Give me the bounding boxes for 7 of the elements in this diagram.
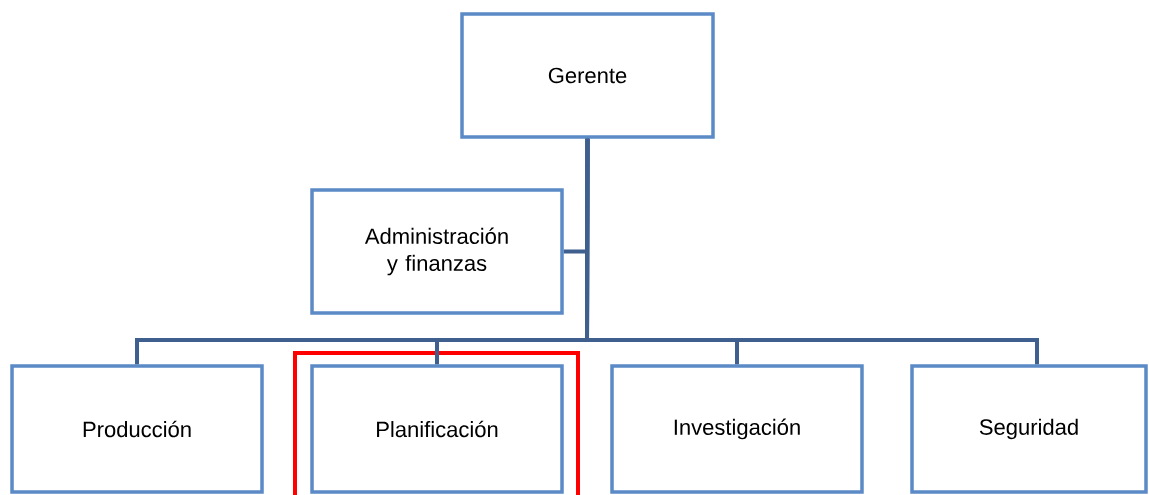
org-box: Gerente: [460, 12, 715, 139]
org-box: Administración y finanzas: [310, 188, 564, 315]
org-box: Seguridad: [910, 364, 1148, 494]
org-box: Planificación: [310, 364, 564, 494]
org-box: Producción: [10, 364, 264, 494]
connector-line: [585, 138, 1039, 365]
org-box: Investigación: [610, 364, 864, 494]
